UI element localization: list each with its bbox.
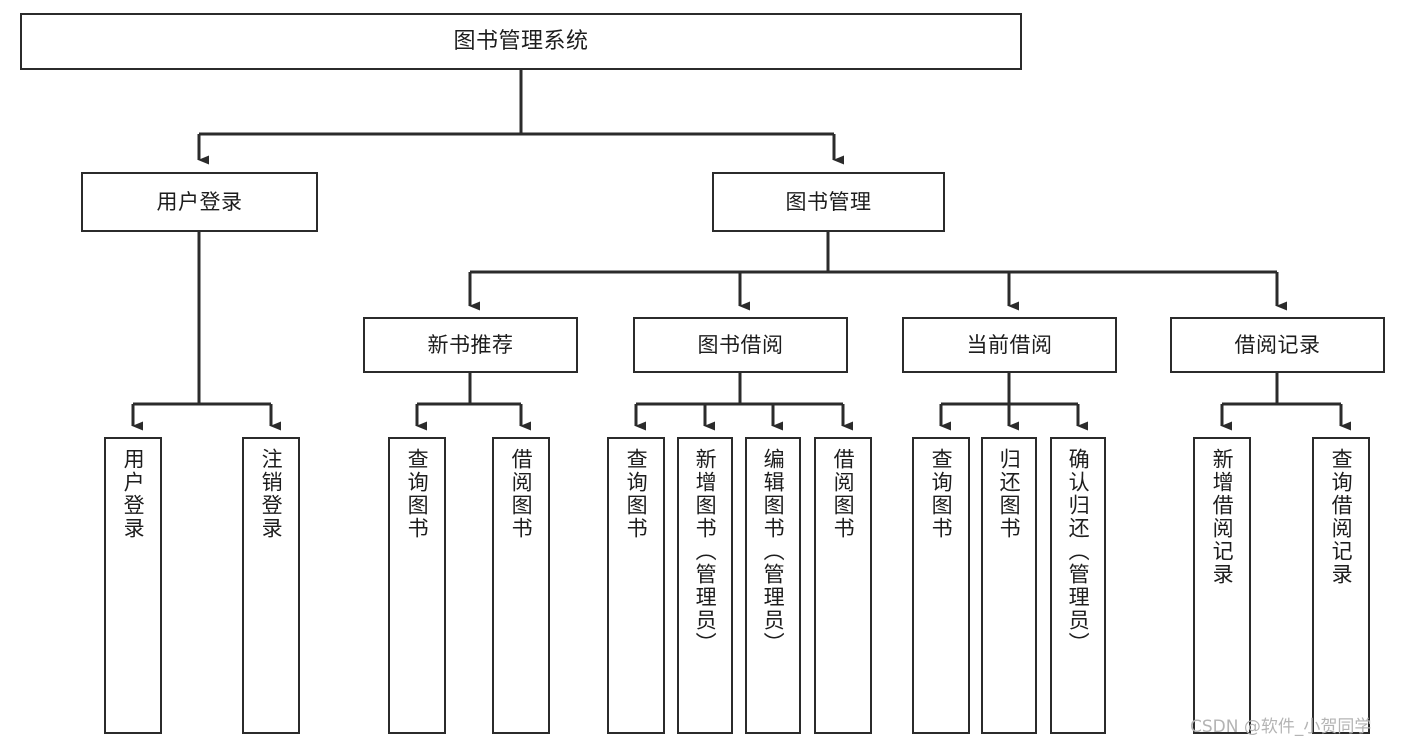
node-root-system[interactable]: 图书管理系统 — [20, 13, 1022, 70]
leaf-add-borrow-record[interactable]: 新增借阅记录 — [1193, 437, 1251, 734]
leaf-add-book-admin[interactable]: 新增图书（管理员） — [677, 437, 733, 734]
node-label: 归还图书 — [997, 448, 1022, 540]
leaf-query-book-new[interactable]: 查询图书 — [388, 437, 446, 734]
node-label: 查询图书 — [929, 448, 954, 540]
node-label: 图书管理系统 — [453, 28, 589, 54]
node-label: 图书管理 — [785, 189, 872, 214]
leaf-return-book[interactable]: 归还图书 — [981, 437, 1037, 734]
node-label: 图书借阅 — [697, 332, 784, 357]
leaf-confirm-return-admin[interactable]: 确认归还（管理员） — [1050, 437, 1106, 734]
node-label: 查询图书 — [624, 448, 649, 540]
node-new-book-recommend[interactable]: 新书推荐 — [363, 317, 578, 373]
node-label: 查询借阅记录 — [1329, 448, 1354, 586]
leaf-logout-login[interactable]: 注销登录 — [242, 437, 300, 734]
leaf-user-login[interactable]: 用户登录 — [104, 437, 162, 734]
node-label: 借阅图书 — [831, 448, 856, 540]
node-user-login[interactable]: 用户登录 — [81, 172, 318, 232]
node-label: 借阅记录 — [1234, 332, 1321, 357]
leaf-query-borrow-record[interactable]: 查询借阅记录 — [1312, 437, 1370, 734]
leaf-edit-book-admin[interactable]: 编辑图书（管理员） — [745, 437, 801, 734]
node-label: 注销登录 — [259, 448, 284, 540]
leaf-query-book-borrow[interactable]: 查询图书 — [607, 437, 665, 734]
node-label: 当前借阅 — [966, 332, 1053, 357]
leaf-borrow-book[interactable]: 借阅图书 — [814, 437, 872, 734]
node-label: 新增借阅记录 — [1210, 448, 1235, 586]
node-label: 用户登录 — [121, 448, 146, 540]
node-label: 确认归还（管理员） — [1066, 448, 1091, 655]
node-book-borrow[interactable]: 图书借阅 — [633, 317, 848, 373]
node-current-borrow[interactable]: 当前借阅 — [902, 317, 1117, 373]
node-label: 编辑图书（管理员） — [761, 448, 786, 655]
node-label: 查询图书 — [405, 448, 430, 540]
node-borrow-record[interactable]: 借阅记录 — [1170, 317, 1385, 373]
node-label: 借阅图书 — [509, 448, 534, 540]
leaf-borrow-book-new[interactable]: 借阅图书 — [492, 437, 550, 734]
node-label: 新书推荐 — [427, 332, 514, 357]
node-label: 新增图书（管理员） — [693, 448, 718, 655]
node-label: 用户登录 — [156, 189, 243, 214]
node-book-management[interactable]: 图书管理 — [712, 172, 945, 232]
csdn-watermark: CSDN @软件_小贺同学 — [1190, 717, 1372, 737]
leaf-query-book-current[interactable]: 查询图书 — [912, 437, 970, 734]
